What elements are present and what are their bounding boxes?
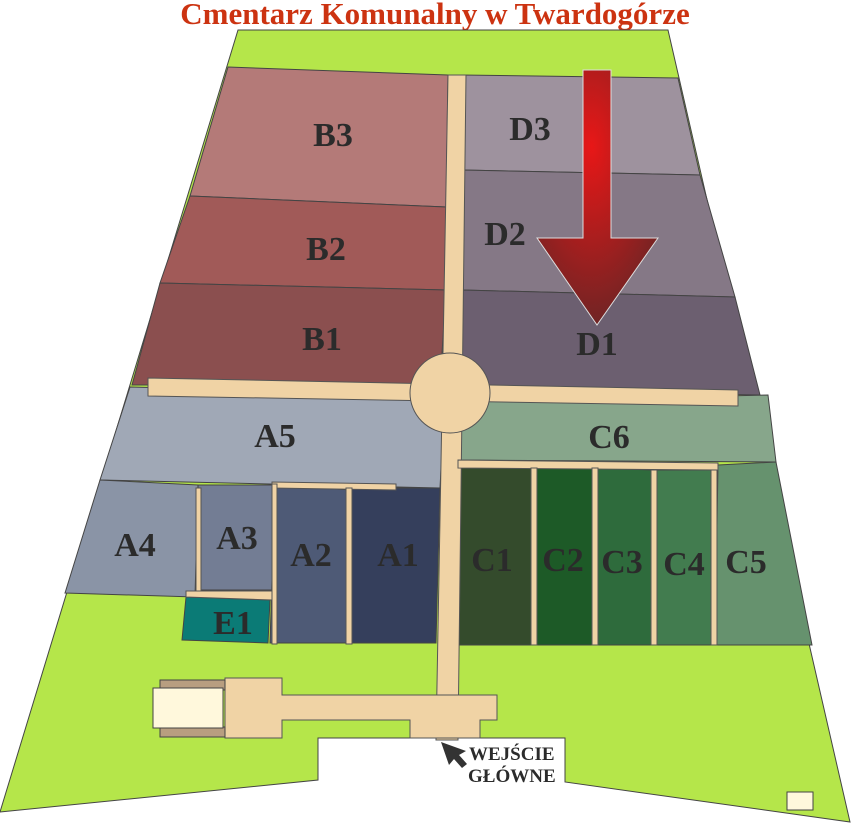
bench-icon bbox=[786, 791, 814, 811]
label-A5: A5 bbox=[254, 418, 296, 455]
map-title: Cmentarz Komunalny w Twardogórze bbox=[180, 0, 690, 31]
paths bbox=[147, 74, 739, 741]
section-D3[interactable] bbox=[461, 74, 701, 176]
entrance-pointer-icon bbox=[441, 742, 467, 768]
label-C5: C5 bbox=[725, 544, 767, 581]
label-C3: C3 bbox=[601, 544, 643, 581]
label-C6: C6 bbox=[588, 419, 630, 456]
section-B1[interactable] bbox=[131, 282, 447, 386]
label-C2: C2 bbox=[542, 542, 584, 579]
label-C1: C1 bbox=[471, 542, 513, 579]
chapel-building bbox=[152, 679, 226, 738]
label-A3: A3 bbox=[216, 520, 258, 557]
entrance-label-line2: GŁÓWNE bbox=[468, 765, 556, 787]
label-A4: A4 bbox=[114, 527, 156, 564]
label-C4: C4 bbox=[663, 546, 705, 583]
label-B3: B3 bbox=[313, 117, 353, 154]
section-B2[interactable] bbox=[159, 195, 447, 291]
label-E1: E1 bbox=[213, 605, 253, 642]
label-B1: B1 bbox=[302, 321, 342, 358]
label-D1: D1 bbox=[576, 326, 618, 363]
direction-arrow-icon bbox=[536, 69, 659, 326]
label-D2: D2 bbox=[484, 216, 526, 253]
entrance-label-line1: WEJŚCIE bbox=[469, 743, 555, 765]
label-B2: B2 bbox=[306, 231, 346, 268]
label-D3: D3 bbox=[509, 111, 551, 148]
label-A1: A1 bbox=[377, 537, 419, 574]
label-A2: A2 bbox=[290, 537, 332, 574]
